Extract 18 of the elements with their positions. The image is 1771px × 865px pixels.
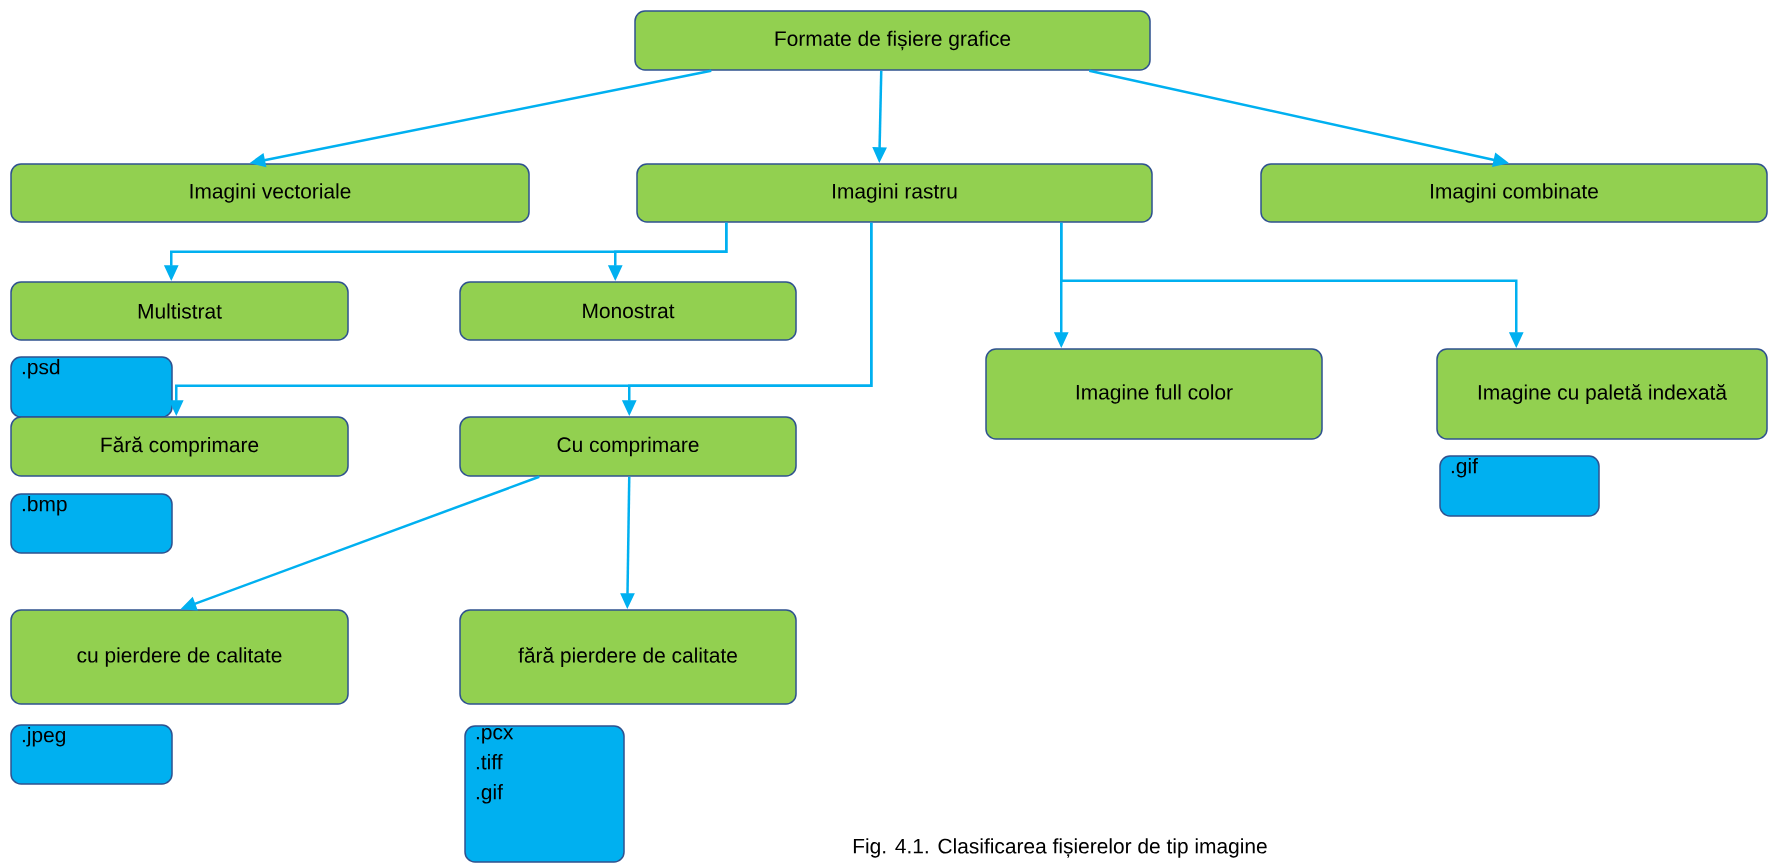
format-box: .jpeg (10, 724, 173, 785)
category-box: cu pierdere de calitate (10, 609, 349, 705)
format-box: .bmp (10, 493, 173, 554)
category-box: Fără comprimare (10, 416, 349, 477)
category-box: Multistrat (10, 281, 349, 341)
category-box: Monostrat (459, 281, 797, 341)
format-box: .psd (10, 356, 173, 418)
category-box: Formate de fișiere grafice (634, 10, 1151, 71)
format-box: .gif (1439, 455, 1600, 517)
category-box: Imagini combinate (1260, 163, 1768, 223)
category-box: Imagini vectoriale (10, 163, 530, 223)
category-box: Cu comprimare (459, 416, 797, 477)
category-box: Imagine cu paletă indexată (1436, 348, 1768, 440)
category-box: Imagini rastru (636, 163, 1153, 223)
figure-caption: Fig. 4.1. Clasificarea fișierelor de tip imagine (853, 838, 1267, 858)
format-box: .pcx .tiff .gif (464, 725, 625, 863)
category-box: fără pierdere de calitate (459, 609, 797, 705)
category-box: Imagine full color (985, 348, 1323, 440)
